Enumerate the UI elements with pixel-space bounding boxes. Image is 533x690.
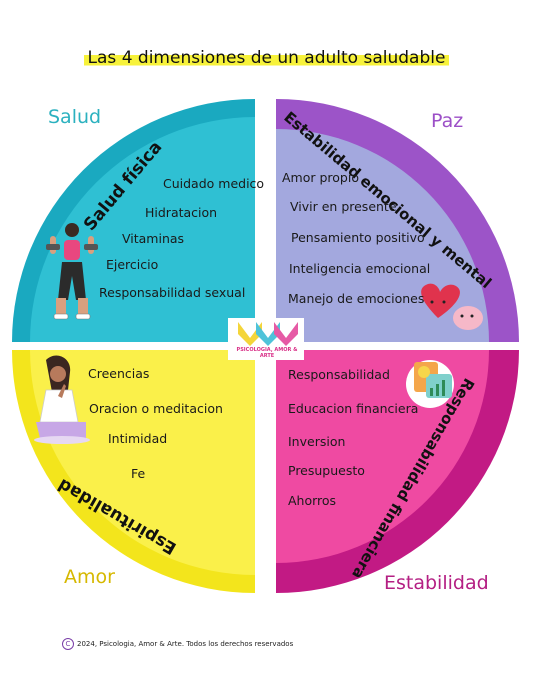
financiera-item: Responsabilidad [288,367,390,382]
heart-brain-icon [421,283,483,330]
page-title: Las 4 dimensiones de un adulto saludable [0,48,533,68]
quadrant-fisica [30,117,255,342]
espiritualidad-item: Intimidad [108,431,168,446]
finance-icon [406,360,454,408]
copyright-text: 2024, Psicologia, Amor & Arte. Todos los… [77,640,294,648]
espiritualidad-item: Creencias [88,366,150,381]
emocional-item: Amor propio [282,170,359,185]
brand-logo-text: PSICOLOGIA, AMOR & ARTE [236,347,298,359]
espiritualidad-item: Oracion o meditacion [89,401,223,416]
corner-label-salud: Salud [48,106,102,128]
praying-woman-icon [34,355,90,444]
fisica-item: Ejercicio [106,257,159,272]
financiera-item: Inversion [288,434,346,449]
espiritualidad-item: Fe [131,466,146,481]
fisica-item: Vitaminas [122,231,185,246]
emocional-item: Vivir en presente [290,199,397,214]
exercise-woman-icon [46,223,98,320]
quadrant-espiritualidad [30,350,255,575]
corner-label-amor: Amor [64,566,115,588]
financiera-item: Presupuesto [288,463,365,478]
fisica-item: Hidratacion [145,205,218,220]
brand-logo [228,318,304,360]
corner-label-estabilidad: Estabilidad [384,572,489,594]
emocional-item: Inteligencia emocional [289,261,431,276]
emocional-item: Pensamiento positivo [291,230,425,245]
financiera-item: Ahorros [288,493,337,508]
emocional-item: Manejo de emociones [288,291,425,306]
fisica-item: Cuidado medico [163,176,265,191]
fisica-item: Responsabilidad sexual [99,285,246,300]
financiera-item: Educacion financiera [288,401,419,416]
corner-label-paz: Paz [431,110,464,132]
copyright-icon: C [62,638,74,650]
